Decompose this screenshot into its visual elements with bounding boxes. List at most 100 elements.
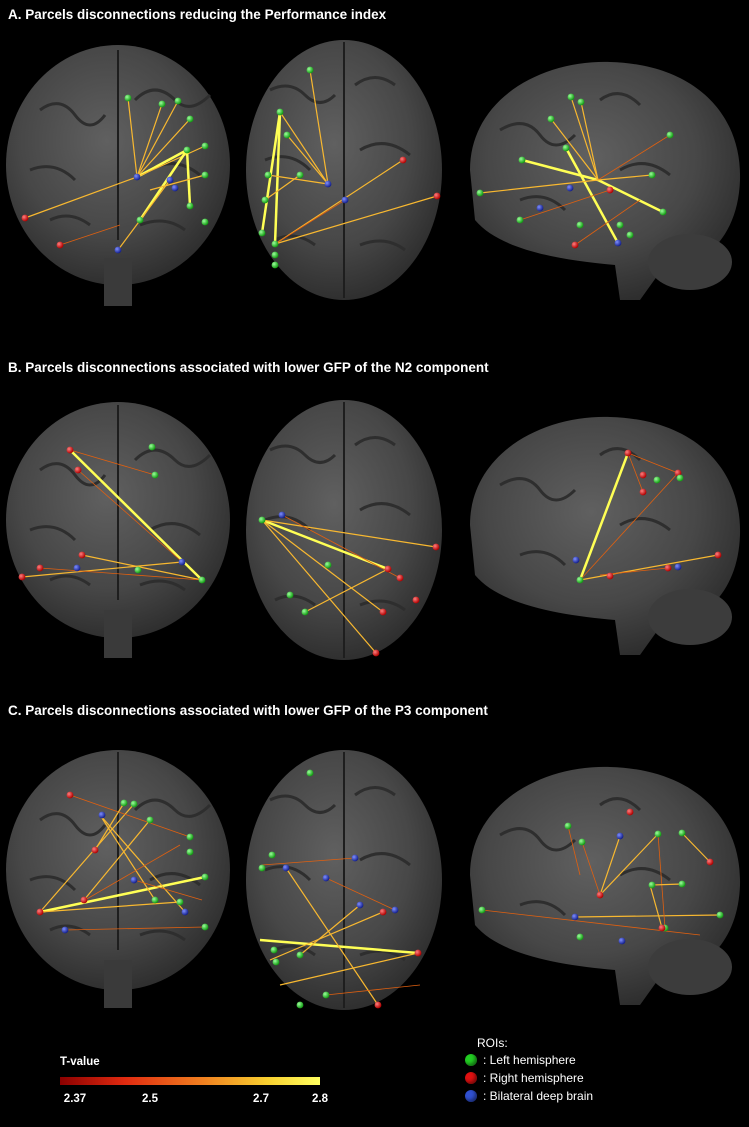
connection-line: [39, 567, 203, 581]
roi-node: [476, 189, 484, 197]
roi-node: [306, 66, 314, 74]
brain-side-view-a: [470, 61, 741, 300]
connection-line: [649, 884, 663, 929]
connection-line: [264, 174, 301, 201]
roi-node: [134, 566, 142, 574]
roi-node: [114, 246, 122, 254]
roi-node: [270, 946, 278, 954]
roi-node: [133, 173, 141, 181]
roi-node: [614, 239, 622, 247]
connection-line: [627, 452, 644, 493]
roi-node: [268, 851, 276, 859]
roi-node: [178, 558, 186, 566]
roi-node: [183, 146, 191, 154]
roi-node: [258, 864, 266, 872]
roi-node: [18, 573, 26, 581]
connection-line: [261, 519, 384, 613]
roi-node: [264, 171, 272, 179]
connection-line: [286, 134, 329, 185]
roi-node: [566, 184, 574, 192]
connection-line: [133, 879, 203, 901]
roi-node: [596, 891, 604, 899]
connection-line: [136, 103, 163, 178]
connection-line: [274, 199, 346, 245]
connection-line: [285, 867, 379, 1006]
connection-line: [279, 111, 329, 185]
roi-node: [130, 876, 138, 884]
roi-node: [186, 833, 194, 841]
roi-node: [36, 908, 44, 916]
brain-front-view-b: [6, 402, 230, 658]
connection-line: [299, 904, 361, 956]
roi-node: [706, 858, 714, 866]
roi-node: [658, 924, 666, 932]
roi-node: [624, 449, 632, 457]
roi-node: [567, 93, 575, 101]
connection-line: [117, 179, 171, 251]
roi-node: [374, 1001, 382, 1009]
connection-line: [599, 835, 621, 896]
roi-node: [120, 799, 128, 807]
connection-line: [579, 472, 679, 581]
roi-node: [148, 443, 156, 451]
roi-node: [296, 1001, 304, 1009]
connection-line: [627, 452, 679, 474]
roi-node: [648, 171, 656, 179]
roi-node: [166, 176, 174, 184]
roi-node: [258, 516, 266, 524]
roi-node: [276, 108, 284, 116]
roi-node: [399, 156, 407, 164]
connection-line: [185, 149, 192, 207]
roi-node: [714, 551, 722, 559]
roi-node: [201, 218, 209, 226]
roi-node: [283, 131, 291, 139]
legend-label: : Left hemisphere: [483, 1053, 576, 1067]
connection-line: [273, 111, 282, 245]
connection-line: [77, 469, 181, 561]
roi-node: [571, 241, 579, 249]
roi-node: [576, 933, 584, 941]
connection-line: [567, 825, 581, 876]
connection-line: [597, 174, 653, 181]
roi-node: [176, 898, 184, 906]
connection-line: [24, 176, 138, 219]
connection-line: [69, 794, 191, 838]
connection-line: [597, 134, 671, 181]
connection-line: [64, 926, 206, 931]
roi-node: [151, 896, 159, 904]
roi-node: [576, 576, 584, 584]
connection-line: [269, 911, 384, 961]
roi-node: [341, 196, 349, 204]
roi-node: [296, 951, 304, 959]
roi-node: [174, 97, 182, 105]
blue-dot-icon: [465, 1090, 477, 1102]
roi-node: [351, 854, 359, 862]
roi-node: [146, 816, 154, 824]
roi-node: [606, 186, 614, 194]
brain-front-view-a: [6, 45, 230, 306]
section-c-title: C. Parcels disconnections associated wit…: [8, 703, 488, 718]
connection-line: [325, 877, 396, 911]
connection-line: [136, 118, 191, 178]
roi-node: [564, 822, 572, 830]
roi-node: [151, 471, 159, 479]
connection-line: [138, 149, 189, 221]
colorbar-title: T-value: [60, 1056, 100, 1068]
roi-node: [356, 901, 364, 909]
connection-line: [99, 814, 186, 913]
roi-node: [678, 880, 686, 888]
colorbar-tick-min: 2.37: [63, 1093, 87, 1105]
roi-node: [626, 231, 634, 239]
connection-line: [99, 814, 156, 901]
connection-line: [69, 449, 203, 581]
legend-right-hemisphere: : Right hemisphere: [465, 1071, 584, 1085]
roi-node: [80, 896, 88, 904]
roi-node: [578, 838, 586, 846]
roi-node: [171, 184, 179, 192]
roi-node: [626, 808, 634, 816]
connection-line: [574, 914, 721, 918]
roi-node: [201, 171, 209, 179]
roi-node: [271, 240, 279, 248]
connection-line: [136, 148, 188, 179]
